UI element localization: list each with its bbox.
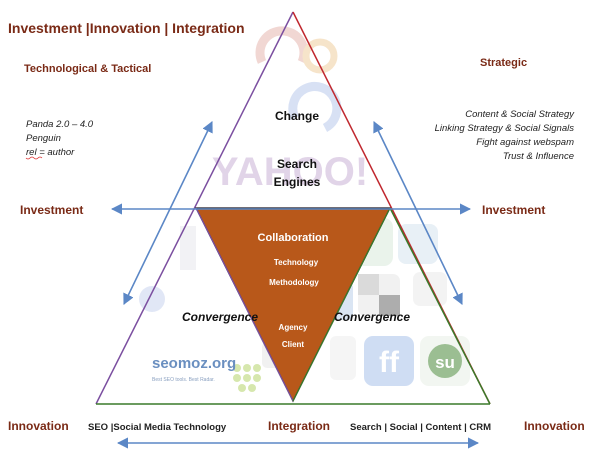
change-label: Change [275,109,319,123]
stumbleupon-icon-label: su [435,353,455,372]
client-label: Client [282,340,305,349]
yahoo-logo: YAHOO! [212,150,368,194]
strategic-heading: Strategic [480,57,527,69]
innovation-left-label: Innovation [8,419,69,433]
tactical-heading: Technological & Tactical [24,63,151,75]
investment-left-label: Investment [20,203,83,217]
collaboration-label: Collaboration [258,232,329,244]
right-item-linking: Linking Strategy & Social Signals [435,123,575,134]
agency-label: Agency [279,323,308,332]
innovation-right-label: Innovation [524,419,585,433]
seomoz-logo: seomoz.org Best SEO tools. Best Radar. [152,355,236,383]
gray-icon-tile-2 [330,336,356,380]
engines-label: Engines [274,175,321,189]
left-item-penguin: Penguin [26,133,61,144]
diagram-title: Investment |Innovation | Integration [8,20,245,36]
integration-label: Integration [268,419,330,433]
left-item-panda: Panda 2.0 – 4.0 [26,119,94,130]
dots-logo [233,364,261,392]
right-diagonal-arrow [373,120,463,306]
bing-logo-fragment [288,82,342,132]
google-o-icon [302,38,338,74]
technology-label: Technology [274,258,319,267]
twitter-icon-tile [398,224,438,264]
investment-right-label: Investment [482,203,545,217]
svg-text:seomoz.org: seomoz.org [152,355,236,372]
convergence-left-label: Convergence [182,310,258,324]
left-diagonal-arrow [123,120,213,306]
friendfeed-icon [364,336,414,386]
friendfeed-icon-label: ff [379,346,400,379]
convergence-right-label: Convergence [334,310,410,324]
right-item-content-social: Content & Social Strategy [465,109,575,120]
gray-icon-tile [413,272,447,306]
search-social-label: Search | Social | Content | CRM [350,422,491,433]
left-item-rel-author: rel = author [26,147,75,158]
spellcheck-underline [25,156,43,160]
right-item-webspam: Fight against webspam [476,137,574,148]
blue-circle-icon [139,286,165,312]
seo-label: SEO |Social Media Technology [88,422,227,433]
methodology-label: Methodology [269,278,319,287]
search-label: Search [277,157,317,171]
right-item-trust: Trust & Influence [503,151,574,162]
svg-text:Best SEO tools. Best Radar.: Best SEO tools. Best Radar. [152,377,215,383]
